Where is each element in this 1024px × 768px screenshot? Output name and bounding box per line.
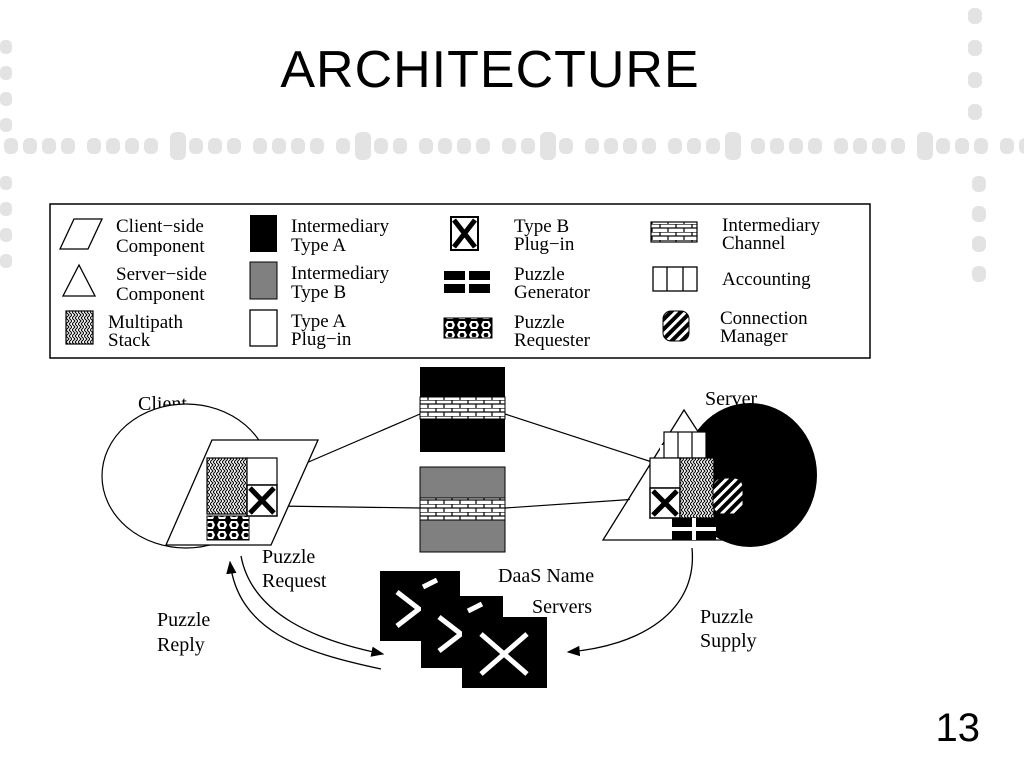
intermediary-type-a-icon xyxy=(250,215,277,252)
decor-dot xyxy=(253,138,267,154)
decor-dot xyxy=(808,138,822,154)
decor-dot xyxy=(336,138,350,154)
decor-dot xyxy=(438,138,452,154)
decor-dot xyxy=(106,138,120,154)
decor-dot xyxy=(374,138,388,154)
decor-dot xyxy=(751,138,765,154)
puzzle-reply-arrow xyxy=(226,560,382,670)
client-type-b-plugin xyxy=(246,484,278,517)
decor-dot xyxy=(291,138,305,154)
decor-dot xyxy=(623,138,637,154)
decor-dot xyxy=(87,138,101,154)
decor-dot xyxy=(1000,138,1014,154)
decor-dot xyxy=(853,138,867,154)
decor-dot xyxy=(393,138,407,154)
decor-dot xyxy=(834,138,848,154)
decor-dot xyxy=(170,132,186,160)
legend: Client−side Component Server−side Compon… xyxy=(49,203,871,359)
legend-type-a-plugin: Type A Plug−in xyxy=(291,311,352,350)
decor-dot xyxy=(419,138,433,154)
client-multipath-stack xyxy=(206,457,248,515)
legend-multipath-stack: Multipath Stack xyxy=(108,312,188,351)
decor-dot xyxy=(4,138,18,154)
daas-name-servers-label: DaaS Name Servers xyxy=(498,565,599,618)
decor-dot xyxy=(668,138,682,154)
legend-puzzle-requester: Puzzle Requester xyxy=(514,312,591,351)
type-a-plugin-icon xyxy=(249,309,278,347)
decor-dot xyxy=(872,138,886,154)
slide-title: ARCHITECTURE xyxy=(280,41,700,99)
legend-intermediary-type-b: Intermediary Type B xyxy=(291,263,394,303)
server-accounting xyxy=(663,431,707,459)
decor-dot xyxy=(61,138,75,154)
decor-dot xyxy=(227,138,241,154)
decor-dot xyxy=(770,138,784,154)
client-puzzle-requester xyxy=(206,515,250,541)
decor-dot xyxy=(125,138,139,154)
decor-dot xyxy=(355,132,371,160)
puzzle-generator-icon xyxy=(444,271,490,293)
puzzle-request-arrow xyxy=(240,555,385,657)
slide-number: 13 xyxy=(935,706,981,750)
type-b-plugin-icon xyxy=(450,216,479,251)
decor-dot xyxy=(917,132,933,160)
decor-dot xyxy=(936,138,950,154)
decor-dot xyxy=(310,138,324,154)
server-type-a-plugin xyxy=(649,457,681,489)
decor-dot xyxy=(272,138,286,154)
decor-dot xyxy=(955,138,969,154)
decor-dot xyxy=(521,138,535,154)
decor-dot xyxy=(585,138,599,154)
multipath-stack-icon xyxy=(65,310,94,345)
daas-name-servers xyxy=(380,571,547,688)
decor-dot xyxy=(502,138,516,154)
decor-dot xyxy=(891,138,905,154)
connection-manager-icon xyxy=(662,310,690,342)
intermediary-channel-icon xyxy=(650,221,698,243)
decor-dot xyxy=(604,138,618,154)
decor-dot xyxy=(189,138,203,154)
decor-dot xyxy=(208,138,222,154)
decor-dot xyxy=(725,132,741,160)
puzzle-requester-icon xyxy=(443,317,493,339)
legend-client-side-component: Client−side Component xyxy=(116,216,209,257)
decor-dot xyxy=(1019,138,1024,154)
decor-dot xyxy=(540,132,556,160)
decor-dot xyxy=(789,138,803,154)
decor-dot xyxy=(687,138,701,154)
puzzle-request-label: Puzzle Request xyxy=(262,546,327,592)
legend-server-side-component: Server−side Component xyxy=(116,264,212,305)
decor-dot xyxy=(476,138,490,154)
decor-dot xyxy=(144,138,158,154)
parallelogram-icon xyxy=(58,218,104,250)
intermediary-type-b xyxy=(419,466,506,553)
legend-intermediary-type-a: Intermediary Type A xyxy=(291,216,394,256)
legend-type-b-plugin: Type B Plug−in xyxy=(514,216,575,255)
client-type-a-plugin xyxy=(246,457,278,486)
server-type-b-plugin xyxy=(649,487,681,519)
intermediary-type-a xyxy=(419,367,506,452)
legend-accounting: Accounting xyxy=(722,269,811,290)
puzzle-reply-label: Puzzle Reply xyxy=(157,609,215,656)
decor-dot xyxy=(706,138,720,154)
accounting-icon xyxy=(652,266,698,292)
decor-dot xyxy=(974,138,988,154)
decor-dot xyxy=(457,138,471,154)
decor-dot xyxy=(23,138,37,154)
intermediary-type-b-icon xyxy=(249,261,278,300)
decor-dot xyxy=(42,138,56,154)
server-puzzle-generator xyxy=(672,518,716,540)
puzzle-supply-label: Puzzle Supply xyxy=(700,606,758,652)
decor-dot xyxy=(559,138,573,154)
server-connection-manager xyxy=(712,477,744,515)
puzzle-supply-arrow xyxy=(566,547,694,657)
decor-dot xyxy=(642,138,656,154)
triangle-icon xyxy=(61,263,97,297)
legend-intermediary-channel: Intermediary Channel xyxy=(722,215,825,254)
server-multipath-stack xyxy=(679,457,715,519)
legend-puzzle-generator: Puzzle Generator xyxy=(514,264,591,303)
legend-connection-manager: Connection Manager xyxy=(720,308,812,347)
